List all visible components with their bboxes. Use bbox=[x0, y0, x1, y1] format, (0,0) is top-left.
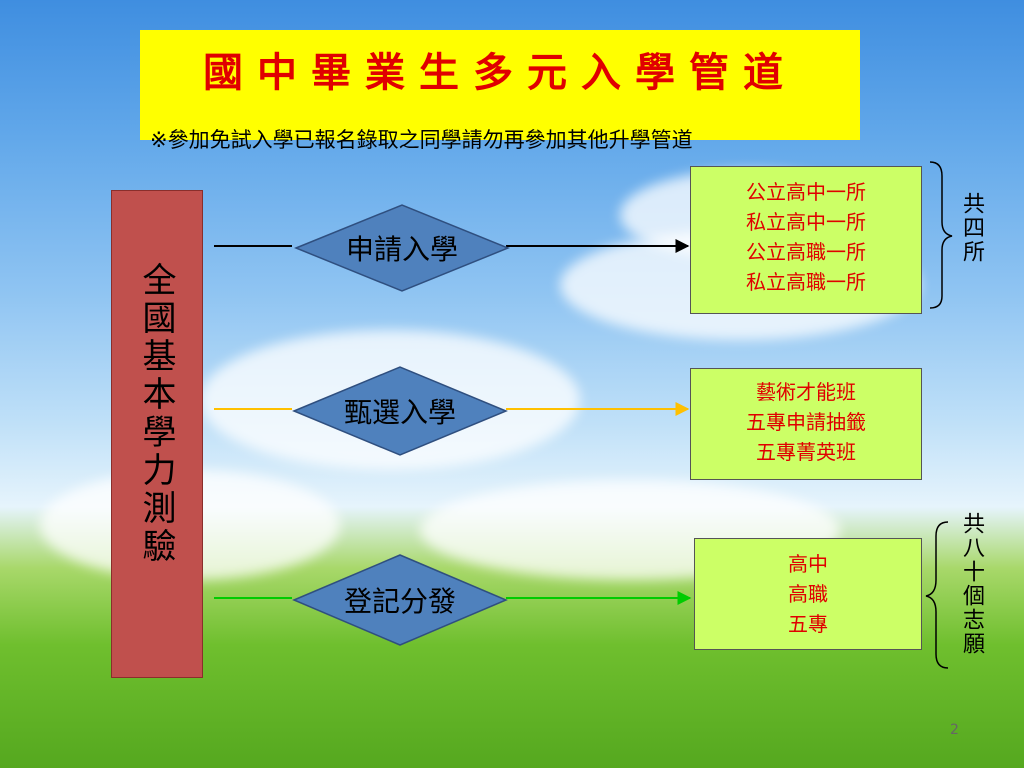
result-line: 公立高中一所 bbox=[746, 180, 866, 204]
result-line: 公立高職一所 bbox=[746, 240, 866, 264]
result-line: 藝術才能班 bbox=[756, 380, 856, 404]
diamond-apply bbox=[294, 204, 510, 292]
result-box-apply: 公立高中一所 私立高中一所 公立高職一所 私立高職一所 bbox=[690, 166, 922, 314]
page-number: 2 bbox=[950, 722, 959, 738]
brace-left-2 bbox=[925, 521, 949, 669]
diamond-apply-label: 申請入學 bbox=[346, 233, 458, 266]
diamond-select-label: 甄選入學 bbox=[344, 396, 456, 429]
result-line: 私立高職一所 bbox=[746, 270, 866, 294]
title-box bbox=[140, 30, 860, 140]
diamond-select bbox=[292, 366, 508, 456]
exam-bar bbox=[111, 190, 203, 678]
result-line: 五專菁英班 bbox=[756, 440, 856, 464]
diamond-register-label: 登記分發 bbox=[344, 585, 456, 618]
count-note-eighty: 共八十個志願 bbox=[959, 512, 984, 656]
result-line: 高中 bbox=[788, 552, 828, 576]
result-line: 高職 bbox=[788, 582, 828, 606]
diamond-register bbox=[292, 554, 508, 646]
brace-right-1 bbox=[929, 161, 953, 309]
result-box-register: 高中 高職 五專 bbox=[694, 538, 922, 650]
count-note-four: 共四所 bbox=[959, 192, 984, 264]
exam-bar-label: 全國基本學力測驗 bbox=[136, 262, 176, 566]
slide-subtitle: ※參加免試入學已報名錄取之同學請勿再參加其他升學管道 bbox=[150, 128, 693, 152]
result-box-select: 藝術才能班 五專申請抽籤 五專菁英班 bbox=[690, 368, 922, 480]
slide-title: 國中畢業生多元入學管道 bbox=[203, 49, 797, 96]
result-line: 私立高中一所 bbox=[746, 210, 866, 234]
result-line: 五專 bbox=[788, 612, 828, 636]
result-line: 五專申請抽籤 bbox=[746, 410, 866, 434]
